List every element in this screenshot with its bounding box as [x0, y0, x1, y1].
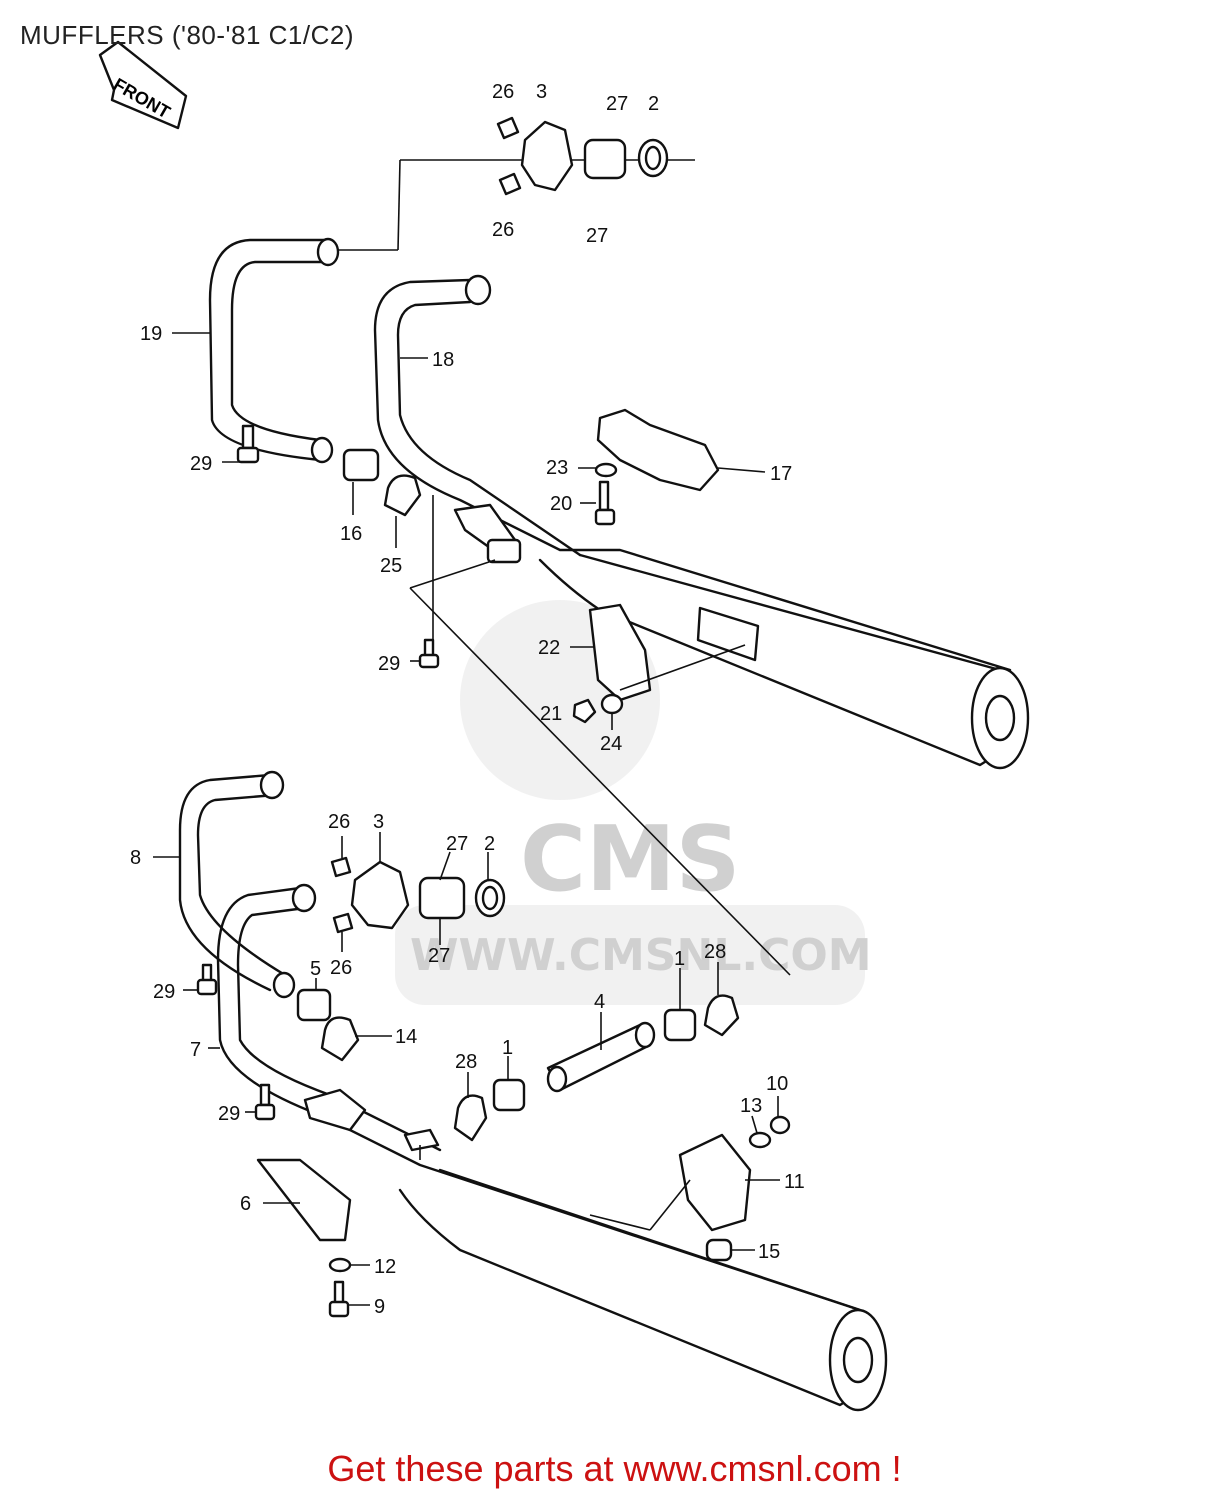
exhaust-pipe-8: [178, 773, 272, 992]
grommet-15: [705, 1238, 733, 1262]
bolt-20: [594, 508, 616, 526]
bolt-29-d: [254, 1103, 276, 1121]
nut-21: [572, 698, 597, 724]
callout-4: 4: [594, 991, 605, 1013]
nut-26-upper-a: [496, 116, 520, 140]
collar-1-a: [492, 1078, 526, 1112]
watermark-url: WWW.CMSNL.COM: [410, 930, 872, 981]
callout-1: 1: [502, 1037, 513, 1059]
callout-5: 5: [310, 958, 321, 980]
callout-27: 27: [606, 93, 628, 115]
washer-12: [328, 1257, 352, 1273]
collar-1-b: [663, 1008, 697, 1042]
connector-pipe-4: [546, 1021, 656, 1093]
clamp-28-a: [453, 1094, 488, 1142]
callout-28: 28: [704, 941, 726, 963]
callout-15: 15: [758, 1241, 780, 1263]
nut-26-upper-b: [498, 172, 522, 196]
collar-5: [296, 988, 332, 1022]
callout-26: 26: [328, 811, 350, 833]
bolt-29-b: [418, 653, 440, 669]
callout-11: 11: [784, 1171, 805, 1193]
callout-1: 1: [674, 948, 685, 970]
upper-flange-group: [335, 116, 695, 251]
callout-2: 2: [648, 93, 659, 115]
bracket-11: [678, 1133, 752, 1232]
exhaust-pipe-7: [216, 886, 862, 1312]
bolt-29-a: [236, 446, 260, 464]
callout-21: 21: [540, 703, 562, 725]
clamp-14: [320, 1016, 360, 1062]
washer-23: [594, 462, 618, 478]
callout-29: 29: [153, 981, 175, 1003]
callout-18: 18: [432, 349, 454, 371]
nut-24: [600, 693, 624, 715]
collar-27-upper: [583, 138, 627, 180]
callout-3: 3: [536, 81, 547, 103]
bolt-29-c: [196, 978, 218, 996]
callout-13: 13: [740, 1095, 762, 1117]
callout-17: 17: [770, 463, 792, 485]
callout-7: 7: [190, 1039, 201, 1061]
callout-12: 12: [374, 1256, 396, 1278]
nut-26-lower-b: [332, 912, 354, 934]
collar-16: [342, 448, 380, 482]
callout-26: 26: [492, 219, 514, 241]
callout-16: 16: [340, 523, 362, 545]
muffler-lower: [398, 1168, 884, 1407]
callout-27: 27: [446, 833, 468, 855]
footer-link[interactable]: Get these parts at www.cmsnl.com !: [327, 1448, 902, 1489]
bolt-9: [328, 1300, 350, 1318]
collar-27-lower: [418, 876, 466, 920]
washer-13: [748, 1131, 772, 1149]
callout-20: 20: [550, 493, 572, 515]
flange-3-upper: [520, 120, 574, 192]
callout-8: 8: [130, 847, 141, 869]
callout-19: 19: [140, 323, 162, 345]
callout-27: 27: [586, 225, 608, 247]
callout-29: 29: [190, 453, 212, 475]
heat-shield-6: [256, 1158, 352, 1242]
callout-29: 29: [218, 1103, 240, 1125]
callout-14: 14: [395, 1026, 417, 1048]
callout-26: 26: [330, 957, 352, 979]
callout-9: 9: [374, 1296, 385, 1318]
clamp-28-b: [703, 994, 740, 1037]
callout-6: 6: [240, 1193, 251, 1215]
flange-3-lower: [350, 860, 410, 930]
callout-28: 28: [455, 1051, 477, 1073]
plate-22: [588, 603, 652, 702]
callout-23: 23: [546, 457, 568, 479]
callout-27: 27: [428, 945, 450, 967]
exhaust-pipe-19: [208, 238, 332, 462]
clamp-25: [383, 474, 422, 517]
callout-24: 24: [600, 733, 622, 755]
callout-2: 2: [484, 833, 495, 855]
callout-3: 3: [373, 811, 384, 833]
lower-flange-group: [330, 856, 506, 934]
callout-29: 29: [378, 653, 400, 675]
callout-25: 25: [380, 555, 402, 577]
front-arrow-icon: FRONT: [98, 40, 188, 130]
upper-hardware: [236, 408, 720, 724]
callout-26: 26: [492, 81, 514, 103]
bracket-17: [596, 408, 720, 492]
nut-26-lower-a: [330, 856, 352, 878]
callout-22: 22: [538, 637, 560, 659]
callout-10: 10: [766, 1073, 788, 1095]
watermark-logo: CMS: [520, 807, 740, 912]
nut-10: [769, 1115, 791, 1135]
diagram-title: MUFFLERS ('80-'81 C1/C2): [20, 20, 355, 50]
exhaust-pipe-18: [373, 278, 1012, 672]
